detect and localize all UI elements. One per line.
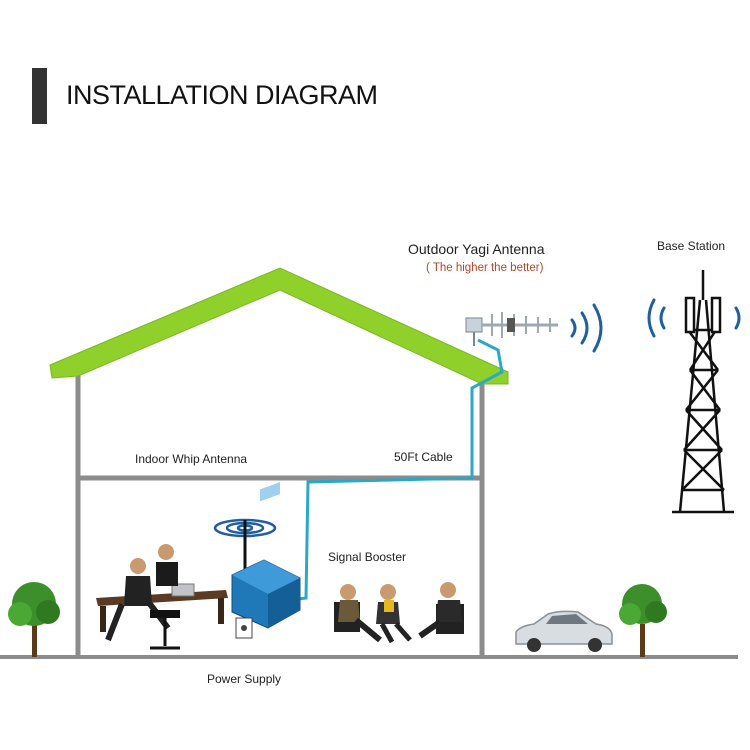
power-supply-label: Power Supply: [207, 672, 282, 686]
page-title: INSTALLATION DIAGRAM: [66, 80, 378, 110]
indoor-antenna-label: Indoor Whip Antenna: [135, 452, 248, 466]
power-outlet-icon: [235, 617, 253, 639]
tower-signal-waves-icon: [647, 298, 741, 338]
tree-right-icon: [619, 584, 667, 657]
coax-cable: [289, 338, 504, 602]
yagi-antenna-icon: [465, 312, 558, 346]
car-icon: [515, 610, 613, 652]
title-accent-bar: [32, 68, 47, 124]
base-station-tower-icon: [672, 270, 734, 514]
cable-label: 50Ft Cable: [394, 450, 453, 464]
outdoor-antenna-note: ( The higher the better): [426, 262, 544, 274]
lounge-people-icon: [334, 582, 464, 644]
signal-booster-icon: [231, 482, 301, 629]
house-roof: [49, 267, 509, 385]
outdoor-antenna-label: Outdoor Yagi Antenna: [408, 241, 545, 257]
tree-left-icon: [8, 582, 60, 657]
booster-label: Signal Booster: [328, 550, 407, 564]
base-station-label: Base Station: [657, 239, 726, 253]
yagi-signal-waves-icon: [570, 303, 603, 353]
office-desk-people-icon: [96, 544, 228, 650]
